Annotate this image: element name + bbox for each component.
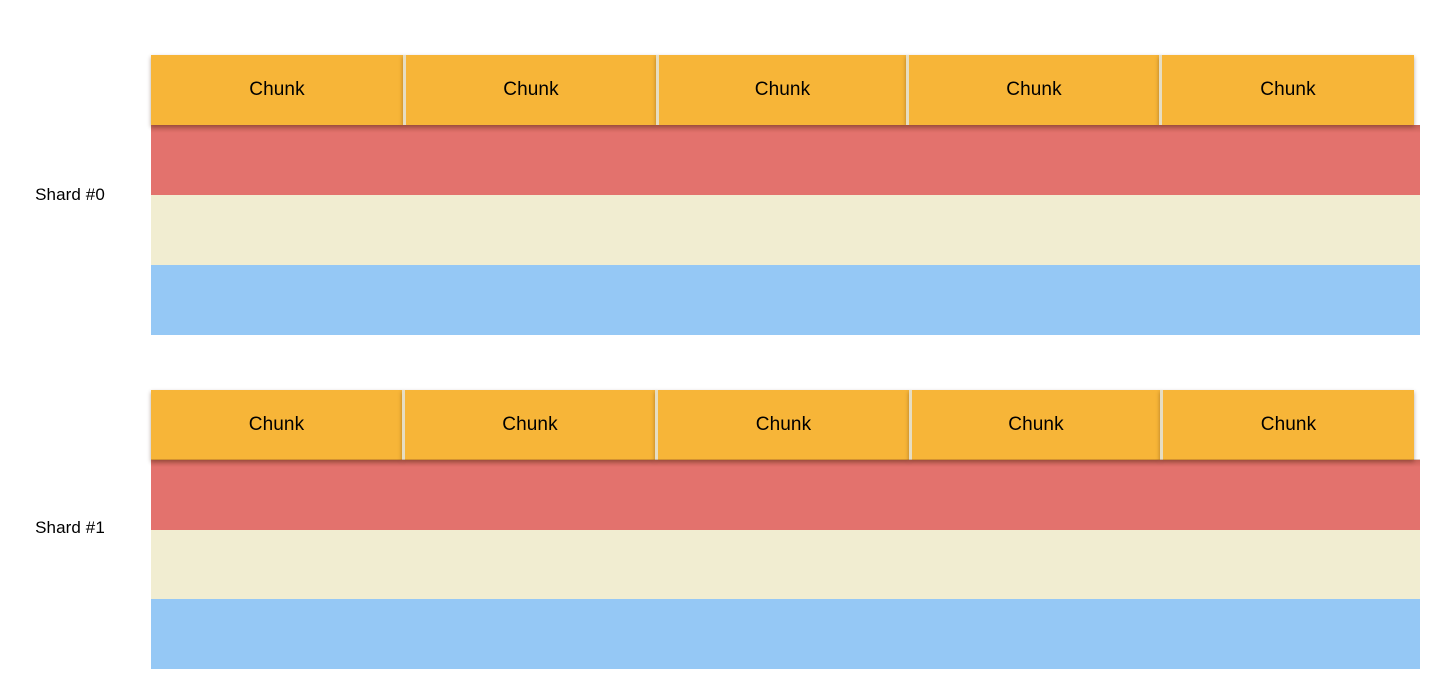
chunk-label: Chunk [248, 414, 305, 435]
chunk-block[interactable]: Chunk [655, 390, 909, 460]
chunk-label: Chunk [503, 79, 559, 100]
chunk-label: Chunk [249, 79, 305, 100]
shard-label-1: Shard #1 [35, 518, 105, 537]
chunk-label: Chunk [1260, 79, 1316, 100]
shard-group-1: Shard #1 Chunk Chunk Chunk Chunk Chunk [0, 390, 1449, 669]
chunk-label: Chunk [754, 79, 811, 100]
chunk-block[interactable]: Chunk [151, 55, 403, 125]
chunk-block[interactable]: Chunk [402, 390, 655, 460]
shard-group-0: Shard #0 Chunk Chunk Chunk Chunk Chunk [0, 55, 1449, 335]
chunk-row-0: Chunk Chunk Chunk Chunk Chunk [151, 55, 1420, 125]
chunk-block[interactable]: Chunk [909, 390, 1160, 460]
chunk-block[interactable]: Chunk [1160, 390, 1414, 460]
cream-band [151, 530, 1420, 599]
chunk-block[interactable]: Chunk [906, 55, 1159, 125]
chunk-block[interactable]: Chunk [151, 390, 402, 460]
chunk-block[interactable]: Chunk [1159, 55, 1414, 125]
shard-bands-1: Chunk Chunk Chunk Chunk Chunk [151, 390, 1420, 669]
chunk-label: Chunk [1260, 414, 1317, 435]
chunk-row-1: Chunk Chunk Chunk Chunk Chunk [151, 390, 1420, 460]
red-band [151, 125, 1420, 195]
chunk-label: Chunk [1006, 79, 1062, 100]
chunk-label: Chunk [1008, 414, 1064, 435]
chunk-block[interactable]: Chunk [403, 55, 656, 125]
shard-bands-0: Chunk Chunk Chunk Chunk Chunk [151, 55, 1420, 335]
shard-label-0: Shard #0 [35, 185, 105, 204]
red-band [151, 460, 1420, 530]
chunk-label: Chunk [755, 414, 812, 435]
chunk-block[interactable]: Chunk [656, 55, 906, 125]
blue-band [151, 599, 1420, 669]
cream-band [151, 195, 1420, 265]
blue-band [151, 265, 1420, 335]
chunk-label: Chunk [502, 414, 558, 435]
